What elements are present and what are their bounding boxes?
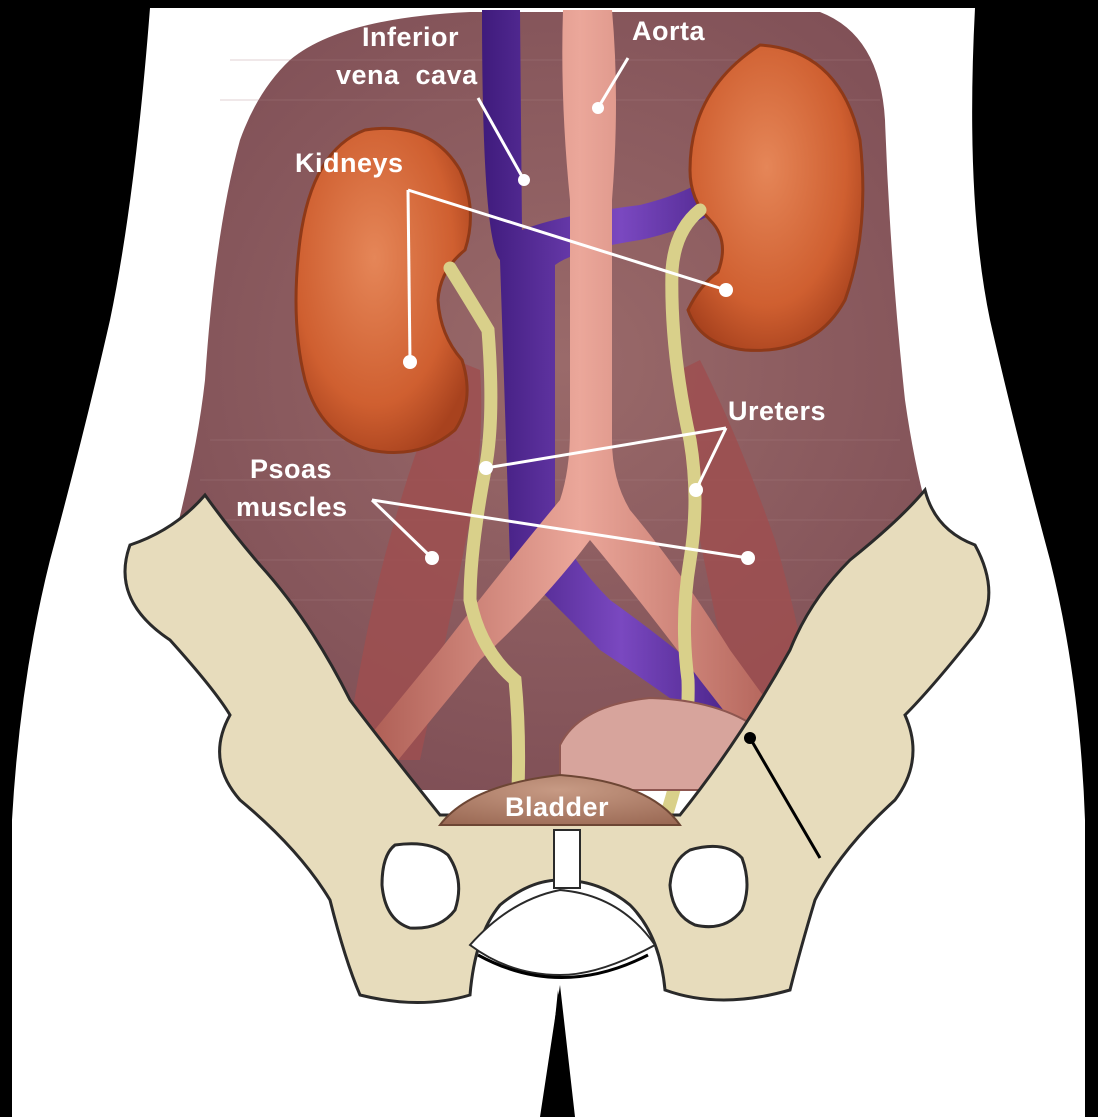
label-bladder: Bladder (505, 792, 609, 822)
obturator-foramen-left (382, 844, 459, 928)
label-ureters: Ureters (728, 396, 826, 426)
label-aorta: Aorta (632, 16, 705, 46)
pubic-symphysis (554, 830, 580, 888)
label-inferior-vena-cava-2: vena cava (336, 60, 478, 90)
label-inferior-vena-cava-1: Inferior (362, 22, 459, 52)
label-psoas-1: Psoas (250, 454, 332, 484)
kidney-right (688, 45, 863, 350)
label-kidneys: Kidneys (295, 148, 404, 178)
label-psoas-2: muscles (236, 492, 348, 522)
obturator-foramen-right (670, 846, 747, 926)
